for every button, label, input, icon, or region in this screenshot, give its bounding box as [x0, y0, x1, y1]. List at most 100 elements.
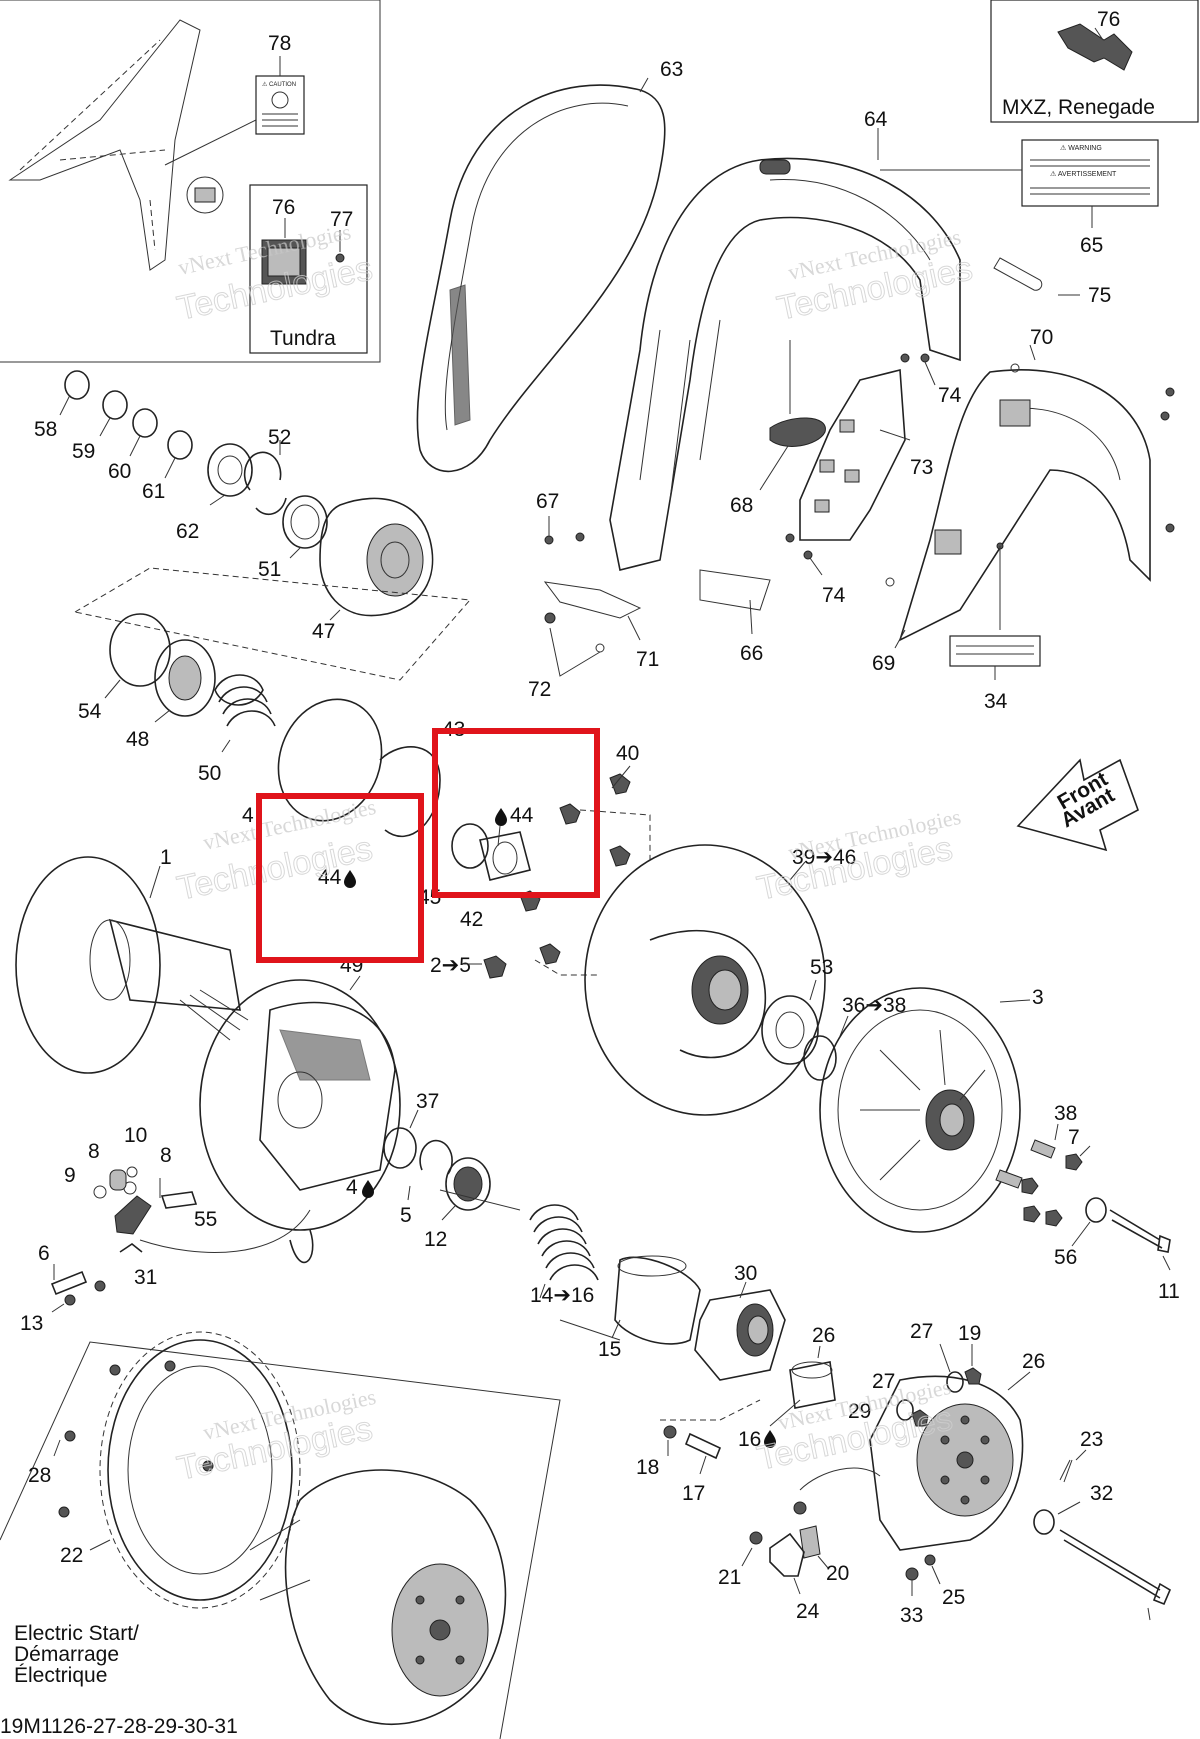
callout-14-16: 30: [734, 1262, 757, 1285]
ring-gear: [107, 1339, 293, 1601]
callout-16: 16: [738, 1428, 761, 1451]
spring-group: 54 48 50: [78, 613, 383, 822]
oil-drop-icon: [764, 1430, 776, 1448]
callout-64: 64: [864, 108, 888, 131]
callout-54: 54: [78, 700, 102, 723]
belt-guard: 64 ⚠ WARNING ⚠ AVERTISSEMENT 65 75 74 73…: [528, 108, 1159, 701]
latch-71: [543, 581, 642, 619]
ring-stack: 58 59 60 61 62 52 51 47: [34, 370, 472, 681]
callout-10: 8: [160, 1144, 172, 1167]
callout-50: 50: [198, 762, 221, 785]
callout-51: 51: [258, 558, 281, 581]
callout-40: 40: [616, 742, 639, 765]
front-arrow: Front Avant: [1016, 758, 1139, 852]
callout-4-upper: 4: [242, 804, 254, 827]
callout-23: 23: [1080, 1428, 1103, 1451]
drawing-code: 19M1126-27-28-29-30-31: [0, 1715, 238, 1738]
callout-49: 53: [810, 956, 833, 979]
oil-drop-icon: [344, 870, 356, 888]
callout-32: 32: [1090, 1482, 1113, 1505]
inset-frame: ⚠ CAUTION 78 76 77 Tundra: [0, 0, 381, 363]
callout-8-left: 9: [64, 1164, 76, 1187]
callout-75: 75: [1088, 284, 1111, 307]
electric-start-label-2: Démarrage: [14, 1643, 119, 1666]
callout-36-38: 3: [1032, 986, 1044, 1009]
drive-belt: 63: [416, 58, 683, 473]
inset-electric-start: 28 22 Electric Start/ Démarrage Électriq…: [0, 1331, 561, 1739]
callout-27-mid: 29: [848, 1400, 871, 1423]
callout-42: 42: [460, 908, 483, 931]
callout-20: 24: [796, 1600, 820, 1623]
callout-41: 2➔5: [430, 954, 471, 977]
callout-21: 20: [826, 1562, 849, 1585]
callout-72: 72: [528, 678, 551, 701]
callout-5: 5: [400, 1204, 412, 1227]
svg-text:⚠ CAUTION: ⚠ CAUTION: [262, 81, 296, 88]
warning-decal: [1021, 139, 1159, 207]
callout-58: 58: [34, 418, 57, 441]
callout-30: 15: [598, 1338, 621, 1361]
clip-part-icon: [1057, 23, 1133, 71]
callout-76: 76: [1097, 8, 1120, 31]
callout-8-right: 10: [124, 1124, 147, 1147]
callout-44-lower: 44: [318, 866, 342, 889]
callout-28: 22: [60, 1544, 83, 1567]
electric-start-label-1: Electric Start/: [14, 1622, 139, 1645]
driven-sheave-39-46: 39➔46 53 36➔38: [584, 844, 906, 1116]
callout-12: 12: [424, 1228, 447, 1251]
callout-15: 26: [812, 1324, 835, 1347]
highlight-box-upper: [432, 728, 600, 898]
callout-48: 48: [126, 728, 149, 751]
callout-67: 67: [536, 490, 559, 513]
callout-19: 26: [1022, 1350, 1045, 1373]
inset-mxz-renegade: 76 MXZ, Renegade: [990, 0, 1199, 123]
callout-27-top: 19: [958, 1322, 981, 1345]
side-panel: 70 69 34: [872, 326, 1175, 713]
caution-decal: [255, 75, 305, 135]
callout-13: 14➔16: [530, 1284, 594, 1307]
callout-52: 52: [268, 426, 291, 449]
callout-59: 59: [72, 440, 95, 463]
callout-71: 71: [636, 648, 659, 671]
drum-47: [319, 497, 434, 617]
callout-38: 7: [1068, 1126, 1080, 1149]
callout-3: 37: [416, 1090, 439, 1113]
callout-25: 33: [900, 1604, 923, 1627]
washers-3-5-12: 37 4 5 12: [346, 1090, 491, 1251]
main-spring: 14➔16 15: [439, 1189, 701, 1361]
callout-66: 66: [740, 642, 763, 665]
callout-34: 34: [984, 690, 1008, 713]
spider-assembly: 3 38 7 56 11: [819, 986, 1180, 1303]
callout-9: 55: [194, 1208, 217, 1231]
callout-7: 8: [88, 1140, 100, 1163]
electric-start-label-3: Électrique: [14, 1664, 107, 1687]
oil-drop-icon: [495, 808, 507, 826]
callout-17: 17: [682, 1482, 705, 1505]
frame-outline: [8, 19, 201, 271]
callout-39-46: 39➔46: [792, 846, 856, 869]
callout-63: 63: [660, 58, 683, 81]
callout-26-mid: 27: [872, 1370, 895, 1393]
callout-26-top: 27: [910, 1320, 933, 1343]
callout-55: 56: [1054, 1246, 1077, 1269]
svg-text:⚠ AVERTISSEMENT: ⚠ AVERTISSEMENT: [1050, 170, 1117, 178]
weights-group: 8 10 8 9 55 6 31 13: [20, 1124, 311, 1335]
inset-title-mxz: MXZ, Renegade: [1002, 96, 1155, 119]
cam-group: 30 26 16 18 17: [636, 1262, 836, 1505]
callout-74-bottom: 74: [822, 584, 846, 607]
callout-37: 38: [1054, 1102, 1077, 1125]
callout-73: 73: [910, 456, 933, 479]
callout-11: 6: [38, 1242, 50, 1265]
callout-24: 25: [942, 1586, 965, 1609]
callout-70: 70: [1030, 326, 1053, 349]
callout-77: 77: [330, 208, 353, 231]
bracket-73: [799, 368, 906, 541]
housing-19: 26 27 19 27 29 23 32 21 20 24 25 33: [718, 1320, 1172, 1627]
callout-61: 61: [142, 480, 165, 503]
bolt-56: [1109, 1209, 1171, 1253]
oil-drop-icon: [362, 1180, 374, 1198]
callout-76-tundra: 76: [272, 196, 295, 219]
pin-75: [993, 257, 1043, 291]
bumper-68: [769, 417, 826, 447]
